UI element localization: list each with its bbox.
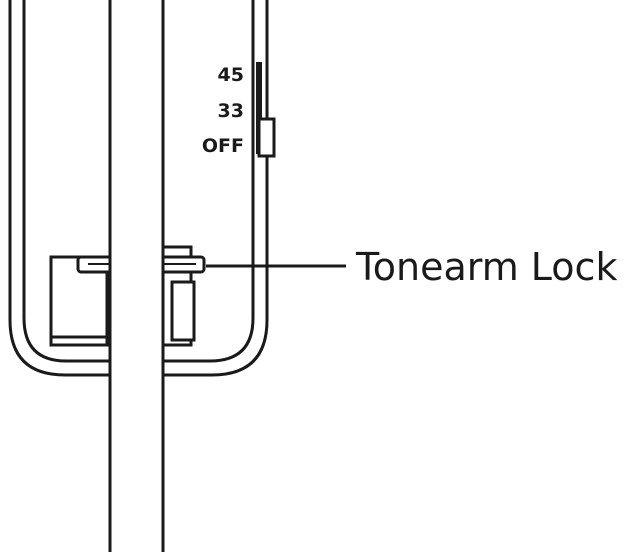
speed-label-33: 33	[218, 100, 244, 122]
speed-label-off: OFF	[202, 135, 244, 157]
tonearm-shaft	[108, 0, 165, 552]
speed-selector: 45 33 OFF	[202, 62, 276, 158]
speed-selector-switch[interactable]	[257, 117, 276, 158]
tonearm-shaft-body	[110, 0, 163, 552]
speed-label-45: 45	[218, 64, 244, 86]
speed-selector-slot	[256, 62, 262, 154]
lock-right-post-inner	[170, 280, 196, 342]
callout-label: Tonearm Lock	[355, 245, 617, 289]
